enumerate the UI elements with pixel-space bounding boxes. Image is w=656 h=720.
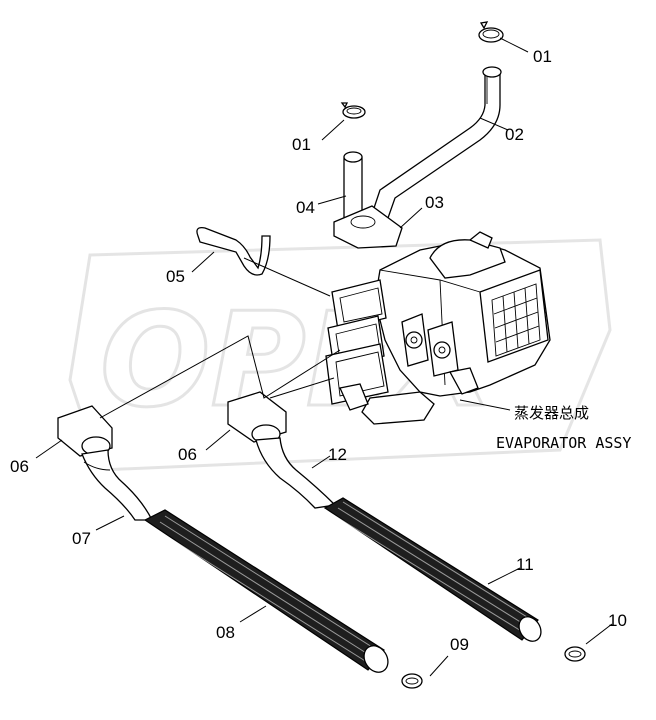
callout-01-lower: 01 [292, 135, 311, 154]
duct-12 [255, 437, 337, 509]
callout-05: 05 [166, 267, 185, 286]
callout-06-left: 06 [10, 457, 29, 476]
outlet-flanges [325, 279, 389, 405]
callout-07: 07 [72, 529, 91, 548]
clamp-01-upper [478, 21, 504, 43]
callout-12: 12 [328, 445, 347, 464]
hose-11 [323, 497, 542, 642]
callout-11: 11 [516, 555, 534, 574]
duct-07 [81, 449, 154, 521]
clamp-10 [564, 646, 586, 662]
callout-02: 02 [505, 125, 524, 144]
callout-08: 08 [216, 623, 235, 642]
assembly-name-en: EVAPORATOR ASSY [496, 434, 631, 452]
clamp-09 [401, 673, 423, 689]
callout-03: 03 [425, 193, 444, 212]
hose-05 [196, 227, 271, 276]
callout-04: 04 [296, 198, 315, 217]
actuator-right [427, 321, 459, 377]
elbow-06-left [57, 405, 113, 457]
callout-10: 10 [608, 611, 627, 630]
leader-lines [35, 37, 613, 677]
hose-08 [143, 509, 389, 673]
assembly-caption: 蒸发器总成 EVAPORATOR ASSY [496, 404, 631, 452]
callout-labels: 01 02 01 04 03 05 06 06 07 12 08 09 11 1… [10, 47, 627, 654]
actuator-left [401, 313, 429, 367]
callout-06-right: 06 [178, 445, 197, 464]
assembly-name-cn: 蒸发器总成 [514, 404, 589, 422]
evaporator-assembly [325, 231, 551, 425]
plate-03 [333, 205, 403, 249]
callout-01-upper: 01 [533, 47, 552, 66]
callout-09: 09 [450, 635, 469, 654]
clamp-01-lower [340, 102, 366, 119]
